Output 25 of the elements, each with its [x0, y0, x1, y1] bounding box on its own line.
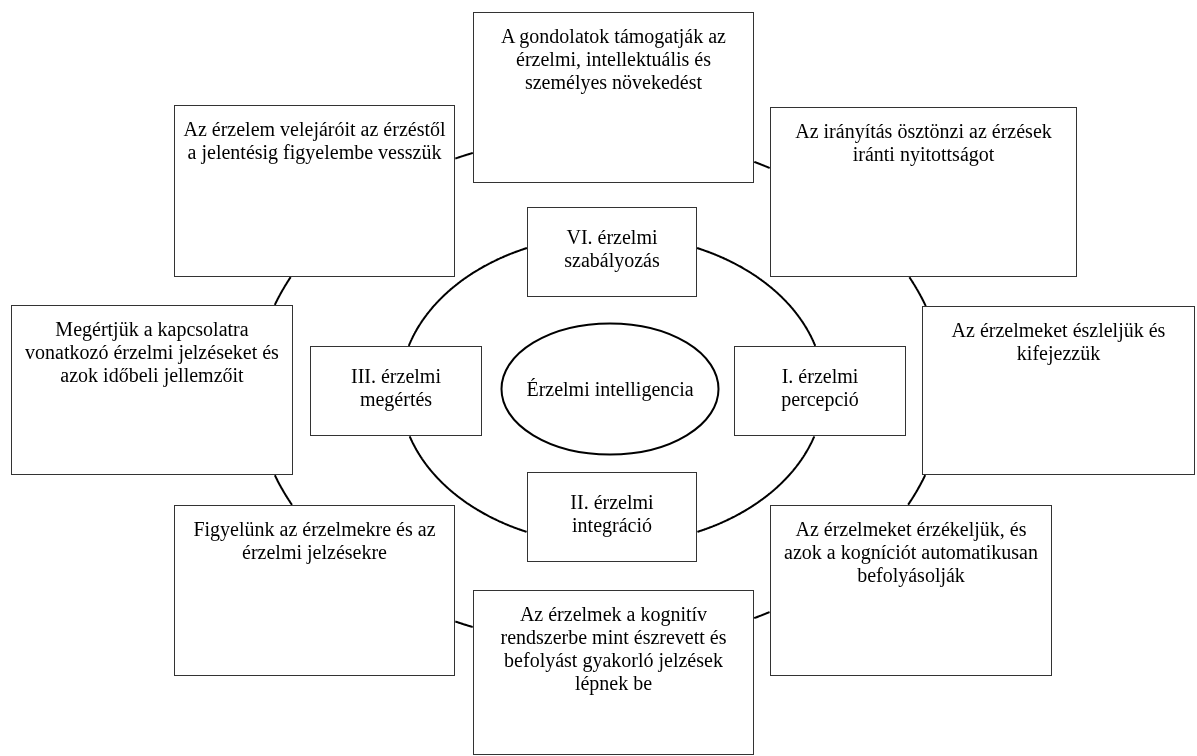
ring-arc — [454, 620, 474, 628]
text-box: I. érzelmi percepció — [734, 346, 906, 436]
text-box: Figyelünk az érzelmekre és az érzelmi jelzésekre — [174, 505, 455, 676]
text-box: II. érzelmi integráció — [527, 472, 697, 562]
text-box: Az irányítás ösztönzi az érzések iránti nyitottságot — [770, 107, 1077, 277]
ring-arc — [273, 474, 293, 506]
ring-arc — [273, 276, 292, 306]
text-box: III. érzelmi megértés — [310, 346, 482, 436]
ring-arc — [908, 276, 927, 307]
text-box: Az érzelmek a kognitív rendszerbe mint észrevett és befolyást gyakorló jelzések lépnek be — [473, 590, 754, 755]
ring-arc — [907, 474, 927, 506]
text-box: Megértjük a kapcsolatra vonatkozó érzelmi jelzéseket és azok időbeli jellemzőit — [11, 305, 293, 475]
text-box: VI. érzelmi szabályozás — [527, 207, 697, 297]
text-box: Az érzelem velejáróit az érzéstől a jelentésig figyelembe vesszük — [174, 105, 455, 277]
ring-arc — [407, 247, 528, 347]
ring-arc — [454, 152, 474, 160]
ring-arc — [696, 247, 817, 347]
text-box: Az érzelmeket érzékeljük, és azok a kogníciót automatikusan befolyásolják — [770, 505, 1052, 676]
ring-arc — [696, 435, 816, 533]
ring-arc — [408, 435, 528, 533]
ring-arc — [753, 611, 771, 620]
ring-arc — [753, 160, 771, 169]
ellipse-node: Érzelmi intelligencia — [500, 322, 720, 456]
text-box: A gondolatok támogatják az érzelmi, intellektuális és személyes növekedést — [473, 12, 754, 183]
text-box: Az érzelmeket észleljük és kifejezzük — [922, 306, 1195, 475]
